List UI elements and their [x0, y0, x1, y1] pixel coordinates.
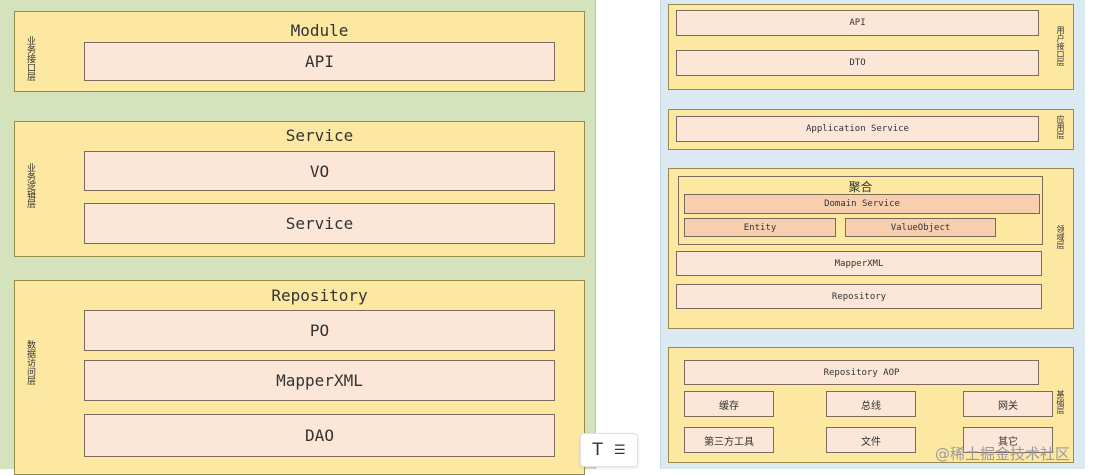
- box-entity: Entity: [684, 218, 836, 237]
- image-toolbar: T ☰: [580, 433, 638, 467]
- box-repository-aop: Repository AOP: [684, 360, 1039, 385]
- box-service: Service: [84, 203, 555, 244]
- layer-label-infrastructure: 基础层: [1056, 390, 1065, 414]
- box-third-party-tools: 第三方工具: [684, 427, 774, 453]
- layer-title-service: Service: [285, 126, 354, 145]
- box-domain-service: Domain Service: [684, 194, 1040, 214]
- layer-label-data-access: 数据访问层: [25, 340, 35, 385]
- box-vo: VO: [84, 151, 555, 191]
- layer-label-business-interface: 业务接口层: [25, 36, 35, 81]
- box-value-object: ValueObject: [845, 218, 996, 237]
- box-cache: 缓存: [684, 391, 774, 417]
- box-bus: 总线: [826, 391, 916, 417]
- box-mapperxml: MapperXML: [84, 360, 555, 401]
- aggregate-title: 聚合: [848, 180, 873, 194]
- box-dto: DTO: [676, 50, 1039, 76]
- layer-label-application: 应用层: [1056, 115, 1065, 139]
- menu-icon[interactable]: ☰: [614, 442, 626, 458]
- watermark: @稀土掘金技术社区: [935, 445, 1071, 463]
- layer-label-domain: 领域层: [1056, 225, 1065, 249]
- layer-label-business-logic: 业务逻辑层: [25, 163, 35, 208]
- box-dao: DAO: [84, 414, 555, 457]
- box-application-service: Application Service: [676, 116, 1039, 142]
- box-mapperxml: MapperXML: [676, 251, 1042, 276]
- box-other: 其它: [963, 427, 1053, 453]
- box-repository: Repository: [676, 284, 1042, 309]
- box-po: PO: [84, 310, 555, 351]
- text-format-icon[interactable]: T: [592, 440, 603, 460]
- box-file: 文件: [826, 427, 916, 453]
- layer-title-module: Module: [290, 21, 349, 40]
- box-api: API: [84, 42, 555, 81]
- layer-title-repository: Repository: [271, 286, 368, 305]
- box-gateway: 网关: [963, 391, 1053, 417]
- box-api: API: [676, 10, 1039, 36]
- layer-label-user-interface: 用户接口层: [1056, 26, 1065, 66]
